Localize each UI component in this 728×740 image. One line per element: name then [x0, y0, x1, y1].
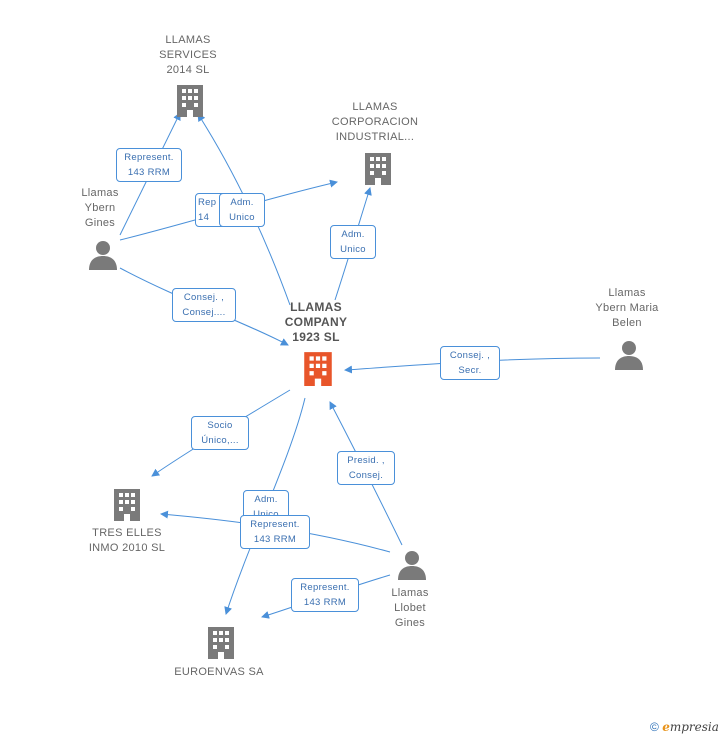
node-label-llamas-corporacion: LLAMAS CORPORACION INDUSTRIAL... [331, 101, 419, 143]
node-label-llamas-company: LLAMAS COMPANY 1923 SL [284, 300, 348, 344]
person-icon[interactable] [397, 550, 427, 580]
edge-label-socio-unico[interactable]: Socio Único,... [191, 416, 249, 450]
empresia-logo[interactable]: empresia [662, 720, 719, 734]
node-label-llamas-ybern-gines: Llamas Ybern Gines [81, 187, 119, 229]
building-main-icon[interactable] [302, 350, 334, 386]
edge-label-adm-unico-corporacion[interactable]: Adm. Unico [330, 225, 376, 259]
edge-label-represent-services[interactable]: Represent. 143 RRM [116, 148, 182, 182]
node-label-llamas-services: LLAMAS SERVICES 2014 SL [159, 34, 217, 76]
copyright-icon: © [650, 720, 659, 734]
edge-label-presid-consej[interactable]: Presid. , Consej. [337, 451, 395, 485]
node-label-euroenvas: EUROENVAS SA [174, 666, 264, 678]
building-icon[interactable] [112, 487, 142, 521]
edge-label-represent-tres[interactable]: Represent. 143 RRM [240, 515, 310, 549]
node-label-tres-elles: TRES ELLES INMO 2010 SL [88, 527, 166, 554]
footer-credit: © empresia [650, 720, 719, 734]
person-icon[interactable] [88, 240, 118, 270]
node-label-llamas-ybern-maria: Llamas Ybern Maria Belen [595, 287, 659, 329]
edge-label-represent-euro[interactable]: Represent. 143 RRM [291, 578, 359, 612]
building-icon[interactable] [206, 625, 236, 659]
edge-label-adm-unico-services[interactable]: Adm. Unico [219, 193, 265, 227]
edge-label-consej-maria[interactable]: Consej. , Secr. [440, 346, 500, 380]
edge-label-consej-gines[interactable]: Consej. , Consej.... [172, 288, 236, 322]
building-icon[interactable] [175, 83, 205, 117]
node-label-llamas-llobet: Llamas Llobet Gines [391, 587, 429, 629]
person-icon[interactable] [614, 340, 644, 370]
building-icon[interactable] [363, 151, 393, 185]
